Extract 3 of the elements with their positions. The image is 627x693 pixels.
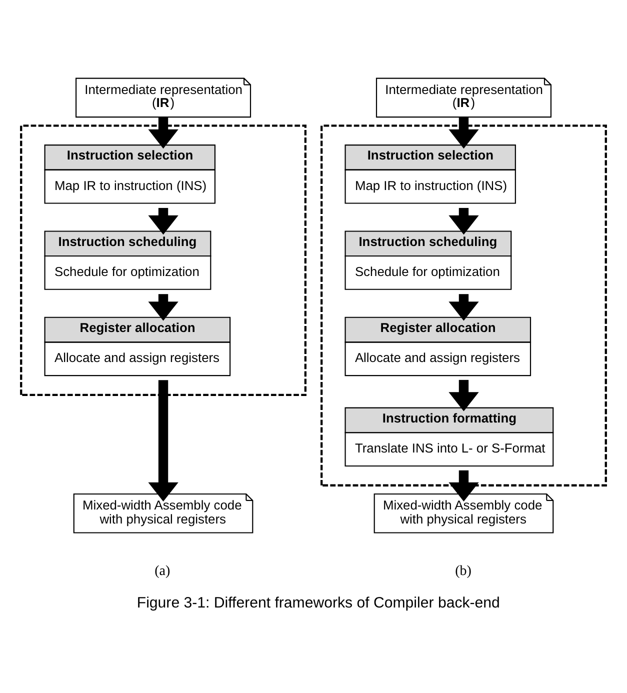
caption: Figure 3-1: Different frameworks of Compiler back-end — [136, 594, 500, 611]
label: (b) — [455, 564, 472, 579]
label: (a) — [154, 564, 170, 579]
